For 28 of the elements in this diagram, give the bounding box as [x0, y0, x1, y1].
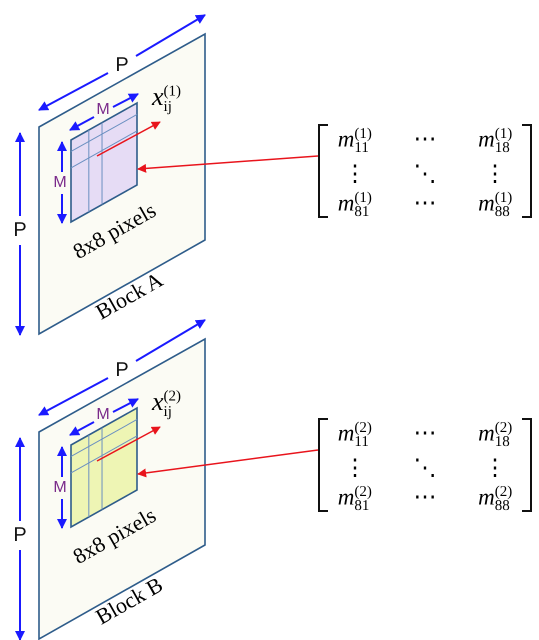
matrix-entry: ⋮: [342, 454, 368, 480]
matrix-entry: ⋱: [412, 454, 438, 480]
dimension-label: M: [53, 175, 67, 191]
dimension-label: M: [96, 102, 110, 118]
matrix-entry: ⋱: [412, 160, 438, 186]
matrix-entry: ⋯: [412, 420, 438, 447]
dimension-label: P: [115, 55, 129, 75]
matrix-entry: ⋮: [482, 454, 508, 480]
matrix-entry: ⋮: [482, 160, 508, 186]
matrix-entry: ⋯: [412, 126, 438, 153]
dimension-label: M: [96, 407, 110, 423]
block-label: Block B: [92, 574, 166, 628]
arrow: [96, 426, 161, 462]
matrix: [318, 124, 532, 218]
dimension-label: M: [53, 480, 67, 496]
matrix-entry: ⋯: [412, 484, 438, 512]
arrow: [96, 121, 161, 157]
matrix-entry: ⋮: [342, 160, 368, 186]
matrix: [318, 418, 532, 512]
arrow: [137, 449, 318, 478]
block-label: Block A: [92, 268, 166, 324]
block-plane: [38, 33, 206, 335]
dimension-label: P: [13, 525, 27, 545]
dimension-label: P: [13, 220, 27, 240]
matrix-entry: ⋯: [412, 190, 438, 218]
dimension-label: P: [115, 360, 129, 380]
arrow: [137, 155, 318, 173]
block-plane: [38, 338, 206, 640]
